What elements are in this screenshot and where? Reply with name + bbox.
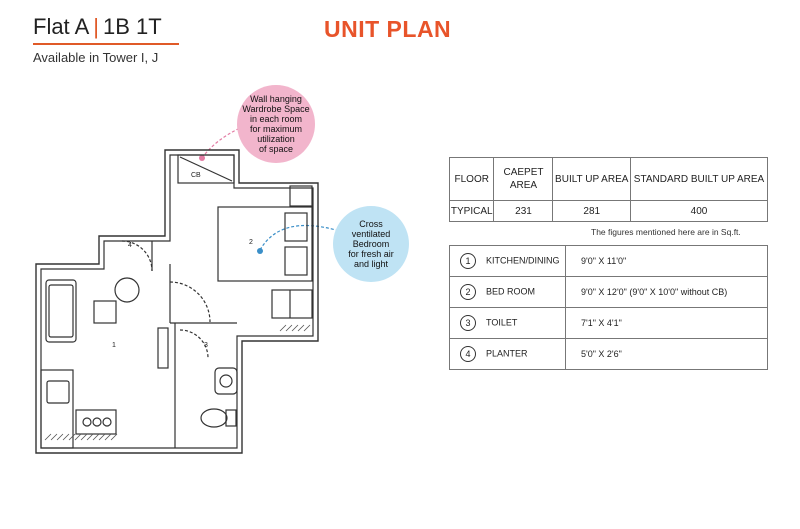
burner xyxy=(92,417,102,427)
wash-basin xyxy=(214,367,238,395)
callout-line: Wall hanging xyxy=(250,94,302,104)
callout-line: in each room xyxy=(249,114,302,124)
wardrobe-marker xyxy=(199,155,205,161)
cell-floor: TYPICAL xyxy=(448,200,495,222)
label-room-2: 2 xyxy=(249,239,253,246)
kitchen-counter xyxy=(40,369,74,449)
room-name-cell: 4 PLANTER xyxy=(449,338,566,370)
room-name-cell: 2 BED ROOM xyxy=(449,276,566,308)
title-underline xyxy=(33,43,179,45)
bedroom-desk xyxy=(271,289,313,319)
col-standard-built-up-area: STANDARD BUILT UP AREA xyxy=(630,157,768,201)
flat-title: Flat A|1B 1T xyxy=(33,14,162,40)
room-number-badge: 3 xyxy=(460,315,476,331)
wardrobe-diagonal xyxy=(179,156,233,182)
toilet-door-swing xyxy=(179,329,209,359)
bed xyxy=(217,206,313,282)
ventilation-marker xyxy=(257,248,263,254)
callout-line: for maximum xyxy=(249,124,302,134)
callout-line: of space xyxy=(258,144,293,154)
col-built-up-area: BUILT UP AREA xyxy=(552,157,631,201)
cell-carpet-area: 231 xyxy=(493,200,554,222)
label-room-4: 4 xyxy=(128,242,132,249)
flat-config: 1B 1T xyxy=(102,14,162,39)
table-row: 1 KITCHEN/DINING 9'0" X 11'0" xyxy=(449,245,768,277)
units-note: The figures mentioned here are in Sq.ft. xyxy=(591,227,741,237)
wc-cistern xyxy=(225,409,237,427)
wardrobe-cb xyxy=(177,154,235,184)
label-cb: CB xyxy=(191,172,201,179)
tower-availability: Available in Tower I, J xyxy=(33,50,159,65)
burner xyxy=(82,417,92,427)
pillow xyxy=(284,212,308,242)
room-dimensions-table: 1 KITCHEN/DINING 9'0" X 11'0" 2 BED ROOM 9… xyxy=(449,245,768,370)
room-dimension: 7'1" X 4'1" xyxy=(565,307,768,339)
balcony-door-swing xyxy=(121,240,153,272)
callout-line: and light xyxy=(353,259,388,269)
inner-wall xyxy=(40,154,314,449)
room-name-cell: 1 KITCHEN/DINING xyxy=(449,245,566,277)
table-row: 2 BED ROOM 9'0" X 12'0" (9'0" X 10'0" wit… xyxy=(449,276,768,308)
room-name: TOILET xyxy=(486,317,518,328)
title-separator: | xyxy=(93,14,99,39)
ventilation-leader xyxy=(259,224,337,251)
area-table-header: FLOOR CAEPET AREA BUILT UP AREA STANDARD… xyxy=(448,157,768,201)
cell-standard-built-up-area: 400 xyxy=(630,200,768,222)
window-hatch xyxy=(279,324,311,332)
bedroom-door-swing xyxy=(169,281,211,323)
flat-name: Flat A xyxy=(33,14,90,39)
sofa-cushion xyxy=(48,284,74,338)
callout-line: Bedroom xyxy=(352,239,390,249)
room-dimension: 9'0" X 11'0" xyxy=(565,245,768,277)
room-dimension: 9'0" X 12'0" (9'0" X 10'0" without CB) xyxy=(565,276,768,308)
wardrobe-leader xyxy=(201,127,241,159)
callout-line: utilization xyxy=(257,134,295,144)
room-name-cell: 3 TOILET xyxy=(449,307,566,339)
table-row: 4 PLANTER 5'0" X 2'6" xyxy=(449,338,768,370)
room-dimension: 5'0" X 2'6" xyxy=(565,338,768,370)
unit-plan-title: UNIT PLAN xyxy=(324,16,452,42)
pillow xyxy=(284,246,308,276)
hob xyxy=(75,409,117,435)
room-number-badge: 4 xyxy=(460,346,476,362)
window-hatch xyxy=(44,433,118,441)
callout-line: Cross xyxy=(359,219,383,229)
wc xyxy=(200,408,228,428)
room-number-badge: 2 xyxy=(460,284,476,300)
wardrobe-callout: Wall hanging Wardrobe Space in each room… xyxy=(237,85,315,163)
callout-line: Wardrobe Space xyxy=(242,104,310,114)
room-name: PLANTER xyxy=(486,348,528,359)
room-name: KITCHEN/DINING xyxy=(486,255,560,266)
coffee-table xyxy=(93,300,117,324)
shoe-rack xyxy=(157,327,169,369)
outer-wall xyxy=(35,149,319,454)
dining-table xyxy=(114,277,140,303)
ventilation-callout: Cross ventilated Bedroom for fresh air a… xyxy=(333,206,409,282)
sofa xyxy=(45,279,77,343)
cell-built-up-area: 281 xyxy=(552,200,631,222)
callout-line: for fresh air xyxy=(348,249,394,259)
table-row: TYPICAL 231 281 400 xyxy=(448,200,768,222)
table-row: 3 TOILET 7'1" X 4'1" xyxy=(449,307,768,339)
col-carpet-area: CAEPET AREA xyxy=(493,157,554,201)
burner xyxy=(102,417,112,427)
col-floor: FLOOR xyxy=(448,157,495,201)
label-room-1: 1 xyxy=(112,342,116,349)
basin-bowl xyxy=(219,374,233,388)
callout-line: ventilated xyxy=(351,229,391,239)
sink xyxy=(46,380,70,404)
room-number-badge: 1 xyxy=(460,253,476,269)
area-table: FLOOR CAEPET AREA BUILT UP AREA STANDARD… xyxy=(448,157,768,222)
side-table xyxy=(289,185,313,207)
label-room-3: 3 xyxy=(204,342,208,349)
room-name: BED ROOM xyxy=(486,286,536,297)
